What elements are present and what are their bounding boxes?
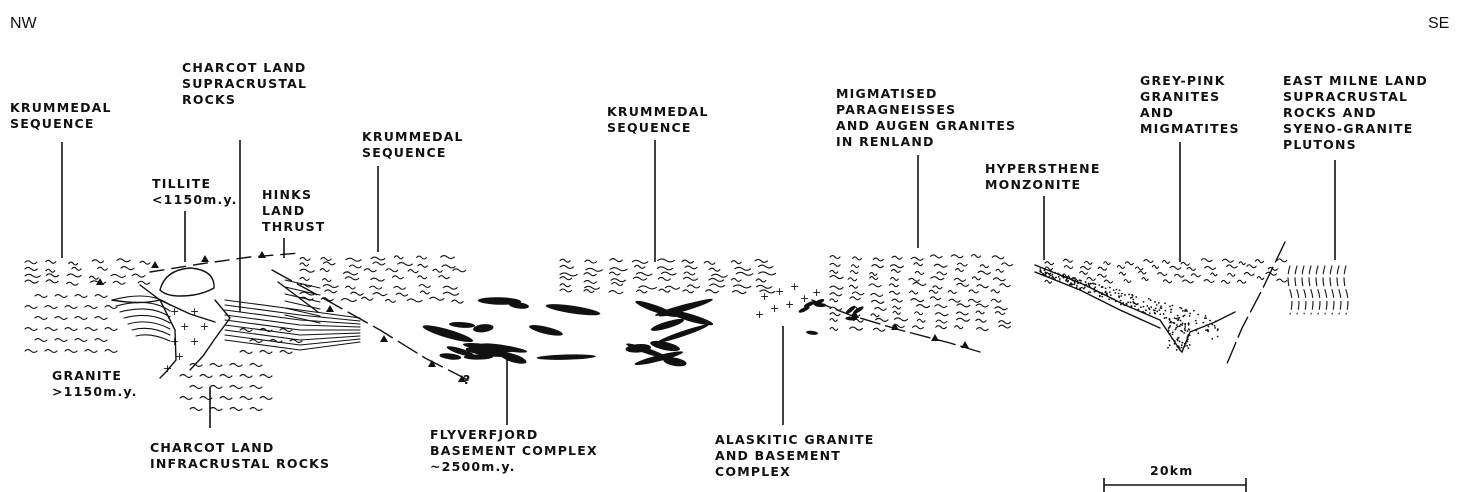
svg-text:SYENO-GRANITE: SYENO-GRANITE (1283, 121, 1413, 136)
label-flyverfjord-basement: FLYVERFJORD BASEMENT COMPLEX ~2500m.y. (430, 427, 598, 474)
east-milne-texture (1288, 266, 1348, 314)
svg-text:COMPLEX: COMPLEX (715, 464, 791, 479)
svg-text:+: + (775, 285, 784, 298)
svg-text:+: + (812, 286, 821, 299)
svg-text:KRUMMEDAL: KRUMMEDAL (10, 100, 112, 115)
thrust-teeth (96, 251, 969, 382)
svg-text:ALASKITIC GRANITE: ALASKITIC GRANITE (715, 432, 875, 447)
query-mark: ? (463, 372, 471, 387)
label-krummedal-center: KRUMMEDAL SEQUENCE (607, 104, 709, 135)
label-east-milne-land: EAST MILNE LAND SUPRACRUSTAL ROCKS AND S… (1283, 73, 1428, 152)
geologic-structures (20, 242, 1370, 380)
svg-text:ROCKS AND: ROCKS AND (1283, 105, 1377, 120)
label-charcot-supracrustal: CHARCOT LAND SUPRACRUSTAL ROCKS (182, 60, 307, 107)
svg-text:ROCKS: ROCKS (182, 92, 236, 107)
label-charcot-infracrustal: CHARCOT LAND INFRACRUSTAL ROCKS (150, 440, 330, 471)
svg-text:SUPRACRUSTAL: SUPRACRUSTAL (182, 76, 307, 91)
label-alaskitic-granite: ALASKITIC GRANITE AND BASEMENT COMPLEX (715, 432, 875, 479)
svg-text:>1150m.y.: >1150m.y. (52, 384, 138, 399)
svg-text:HINKS: HINKS (262, 187, 312, 202)
layered-sequence-texture (112, 280, 360, 350)
svg-text:SEQUENCE: SEQUENCE (10, 116, 95, 131)
svg-text:+: + (755, 308, 764, 321)
svg-text:CHARCOT LAND: CHARCOT LAND (150, 440, 275, 455)
svg-text:THRUST: THRUST (262, 219, 326, 234)
svg-text:PLUTONS: PLUTONS (1283, 137, 1357, 152)
svg-text:+: + (170, 335, 179, 348)
svg-text:SEQUENCE: SEQUENCE (607, 120, 692, 135)
svg-text:+: + (170, 305, 179, 318)
svg-text:FLYVERFJORD: FLYVERFJORD (430, 427, 538, 442)
monzonite-stipple (1039, 268, 1218, 351)
wavy-gneiss-texture (25, 255, 1287, 332)
svg-text:SEQUENCE: SEQUENCE (362, 145, 447, 160)
svg-text:~2500m.y.: ~2500m.y. (430, 459, 516, 474)
label-krummedal-nw: KRUMMEDAL SEQUENCE (10, 100, 112, 131)
svg-text:+: + (163, 362, 172, 375)
svg-text:GRANITE: GRANITE (52, 368, 122, 383)
svg-text:+: + (175, 350, 184, 363)
svg-text:+: + (770, 302, 779, 315)
svg-text:PARAGNEISSES: PARAGNEISSES (836, 102, 956, 117)
svg-text:TILLITE: TILLITE (152, 176, 211, 191)
direction-se: SE (1428, 15, 1449, 32)
label-granite: GRANITE >1150m.y. (52, 368, 138, 399)
label-hinks-land-thrust: HINKS LAND THRUST (262, 187, 326, 234)
svg-text:KRUMMEDAL: KRUMMEDAL (607, 104, 709, 119)
svg-text:GREY-PINK: GREY-PINK (1140, 73, 1226, 88)
svg-text:+: + (785, 298, 794, 311)
svg-text:<1150m.y.: <1150m.y. (152, 192, 238, 207)
svg-text:AND: AND (1140, 105, 1174, 120)
label-hypersthene-monzonite: HYPERSTHENE MONZONITE (985, 161, 1101, 192)
label-krummedal-middle: KRUMMEDAL SEQUENCE (362, 129, 464, 160)
svg-text:SUPRACRUSTAL: SUPRACRUSTAL (1283, 89, 1408, 104)
svg-text:LAND: LAND (262, 203, 305, 218)
svg-text:GRANITES: GRANITES (1140, 89, 1220, 104)
scale-bar: 20km (1104, 463, 1246, 492)
svg-text:KRUMMEDAL: KRUMMEDAL (362, 129, 464, 144)
svg-text:MONZONITE: MONZONITE (985, 177, 1081, 192)
svg-text:+: + (190, 335, 199, 348)
amphibolite-lenses (421, 296, 864, 367)
svg-text:IN RENLAND: IN RENLAND (836, 134, 935, 149)
svg-text:AND AUGEN GRANITES: AND AUGEN GRANITES (836, 118, 1016, 133)
svg-text:+: + (200, 320, 209, 333)
svg-text:CHARCOT LAND: CHARCOT LAND (182, 60, 307, 75)
svg-text:INFRACRUSTAL ROCKS: INFRACRUSTAL ROCKS (150, 456, 330, 471)
svg-text:HYPERSTHENE: HYPERSTHENE (985, 161, 1101, 176)
svg-text:AND BASEMENT: AND BASEMENT (715, 448, 841, 463)
direction-nw: NW (10, 15, 38, 32)
svg-text:+: + (790, 280, 799, 293)
scale-bar-label: 20km (1150, 463, 1194, 478)
svg-text:+: + (180, 320, 189, 333)
svg-text:+: + (800, 292, 809, 305)
label-tillite: TILLITE <1150m.y. (152, 176, 238, 207)
leader-lines (62, 140, 1335, 428)
svg-text:+: + (760, 290, 769, 303)
svg-text:MIGMATITES: MIGMATITES (1140, 121, 1240, 136)
svg-text:EAST MILNE LAND: EAST MILNE LAND (1283, 73, 1428, 88)
label-grey-pink-granites: GREY-PINK GRANITES AND MIGMATITES (1140, 73, 1240, 136)
svg-text:BASEMENT COMPLEX: BASEMENT COMPLEX (430, 443, 598, 458)
svg-text:MIGMATISED: MIGMATISED (836, 86, 938, 101)
label-migmatised-paragneisses: MIGMATISED PARAGNEISSES AND AUGEN GRANIT… (836, 86, 1016, 149)
svg-text:+: + (190, 305, 199, 318)
